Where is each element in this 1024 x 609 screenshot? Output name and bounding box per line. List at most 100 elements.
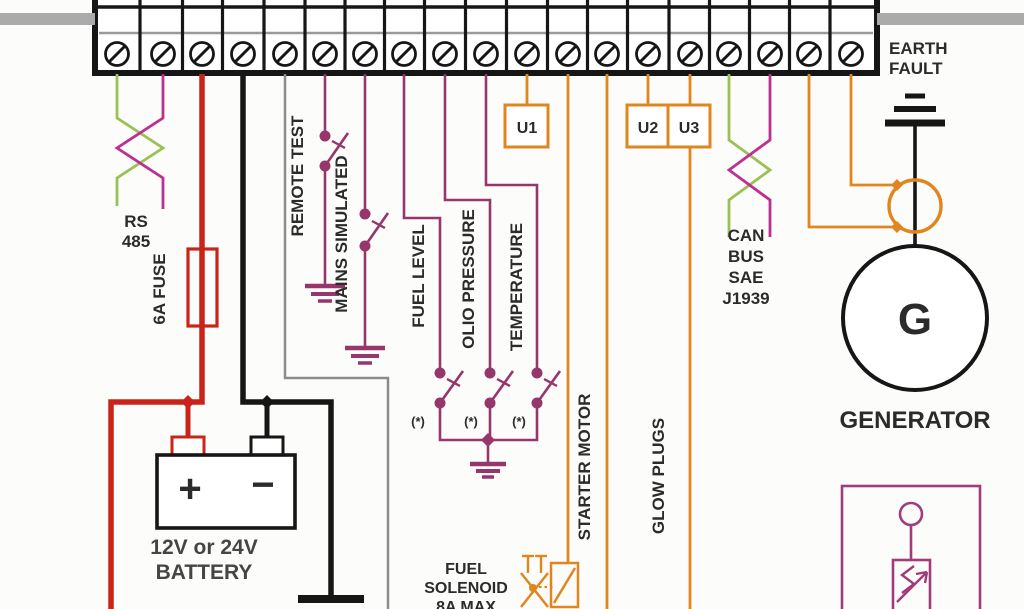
din-rail-right [877,13,1024,25]
terminal-screw-slot [153,44,173,64]
remote-test-switch-tick [331,139,346,150]
temperature-switch [531,367,562,409]
fuse-symbol [186,247,219,328]
rs485-wire-b [114,74,165,209]
current-transformer [887,178,943,234]
generator-label: GENERATOR [839,407,990,434]
valve-dot [529,584,537,592]
rs485-label-line1: RS [124,212,148,231]
mains-simulated-switch-tick [371,219,386,230]
pickup-box [840,484,982,609]
din-rail-left [0,13,95,25]
generator-circuit: G GENERATOR [807,74,991,434]
pickup-inner-box [891,558,932,609]
terminal-screw-slot [315,44,335,64]
olio-pressure-wire [443,74,492,371]
battery: + − 12V or 24V BATTERY [150,453,297,584]
terminal-screw-slot [638,44,658,64]
ct-wire-inner [849,74,893,187]
fuel-solenoid-label-line3: 8A MAX [436,599,496,609]
mains-simulated-label: MAINS SIMULATED [332,155,351,312]
relay-contact-box [549,561,580,609]
terminal-screw-slot [435,44,455,64]
u2-box [625,103,670,149]
can-label-line3: SAE [729,268,764,287]
fuel-level-label: FUEL LEVEL [409,224,428,328]
remote-test-ground [305,283,345,303]
enclosure-outline [283,74,390,609]
pickup-zigzag [900,565,916,594]
star-label-1: (*) [411,414,425,429]
temperature-label: TEMPERATURE [507,223,526,351]
ct-dot [891,221,903,233]
starter-motor-label: STARTER MOTOR [575,394,594,541]
olio-pressure-switch [484,367,515,409]
mains-simulated-circuit [345,74,390,365]
remote-test-circuit [305,74,350,303]
junction-dot-positive [181,395,195,409]
battery-positive-wire [108,74,205,609]
fuel-level-switch [434,367,465,409]
can-label-line4: J1939 [722,289,769,308]
remote-test-contact-dot [319,160,331,172]
terminal-screw-slot [841,44,861,64]
rs485-label-line2: 485 [122,232,150,251]
fuel-solenoid-label-line2: SOLENOID [424,580,508,597]
relay-contact-blade [552,567,577,604]
battery-label-line1: 12V or 24V [150,536,257,559]
glow-plugs-label: GLOW PLUGS [649,418,668,534]
ct-wire-outer [807,74,893,229]
fuse-label: 6A FUSE [150,253,169,324]
battery-body [155,453,297,530]
earth-fault-label-line1: EARTH [889,39,948,58]
terminal-screw-slot [680,44,700,64]
battery-minus-sign: − [251,463,274,507]
fuel-level-wire [402,74,442,371]
terminal-screw-slot [476,44,496,64]
can-wire-h [727,74,773,237]
earth-fault-label-line2: FAULT [889,59,943,78]
earth-fault-ground [885,93,945,127]
u1-box [503,103,550,149]
u3-label: U3 [679,120,700,137]
mains-simulated-contact-dot [359,240,371,252]
sensor-ground [470,461,506,479]
generator-g: G [898,295,932,344]
junction-dot-negative [260,395,274,409]
battery-positive-circuit [108,74,219,609]
can-label-line1: CAN [728,226,765,245]
terminal-screw-slot [760,44,780,64]
u2-label: U2 [638,120,659,137]
rs485-pair [114,74,166,209]
u1-label: U1 [517,120,538,137]
star-label-2: (*) [464,414,478,429]
temperature-wire [484,74,539,371]
pickup-circle [898,501,924,527]
generator-circle [841,244,989,392]
terminal-screw-slot [355,44,375,64]
can-wire-l [726,74,772,237]
terminal-screws [104,0,864,70]
labels: RS 485 6A FUSE REMOTE TEST MAINS SIMULAT… [122,39,948,609]
terminal-screw-slot [799,44,819,64]
rs485-wire-a [115,74,166,206]
terminal-screw-slot [558,44,578,64]
fuel-solenoid-label-line1: FUEL [445,561,487,578]
fuel-solenoid-symbol [520,554,580,609]
battery-positive-terminal [170,435,206,458]
remote-test-switch-blade [323,132,350,167]
measure-inputs: U1 U2 U3 [503,74,712,149]
battery-label-line2: BATTERY [156,561,253,584]
battery-negative-terminal [249,435,285,458]
remote-test-contact-dot [319,130,331,142]
u3-box [666,103,712,149]
terminal-screw-slot [107,44,127,64]
star-label-3: (*) [512,414,526,429]
pickup-arrow [896,570,929,603]
terminal-screw-slot [275,44,295,64]
ct-dot [891,179,903,191]
can-bus-pair [726,74,773,237]
olio-pressure-label: OLIO PRESSURE [459,209,478,349]
terminal-screw-slot [719,44,739,64]
